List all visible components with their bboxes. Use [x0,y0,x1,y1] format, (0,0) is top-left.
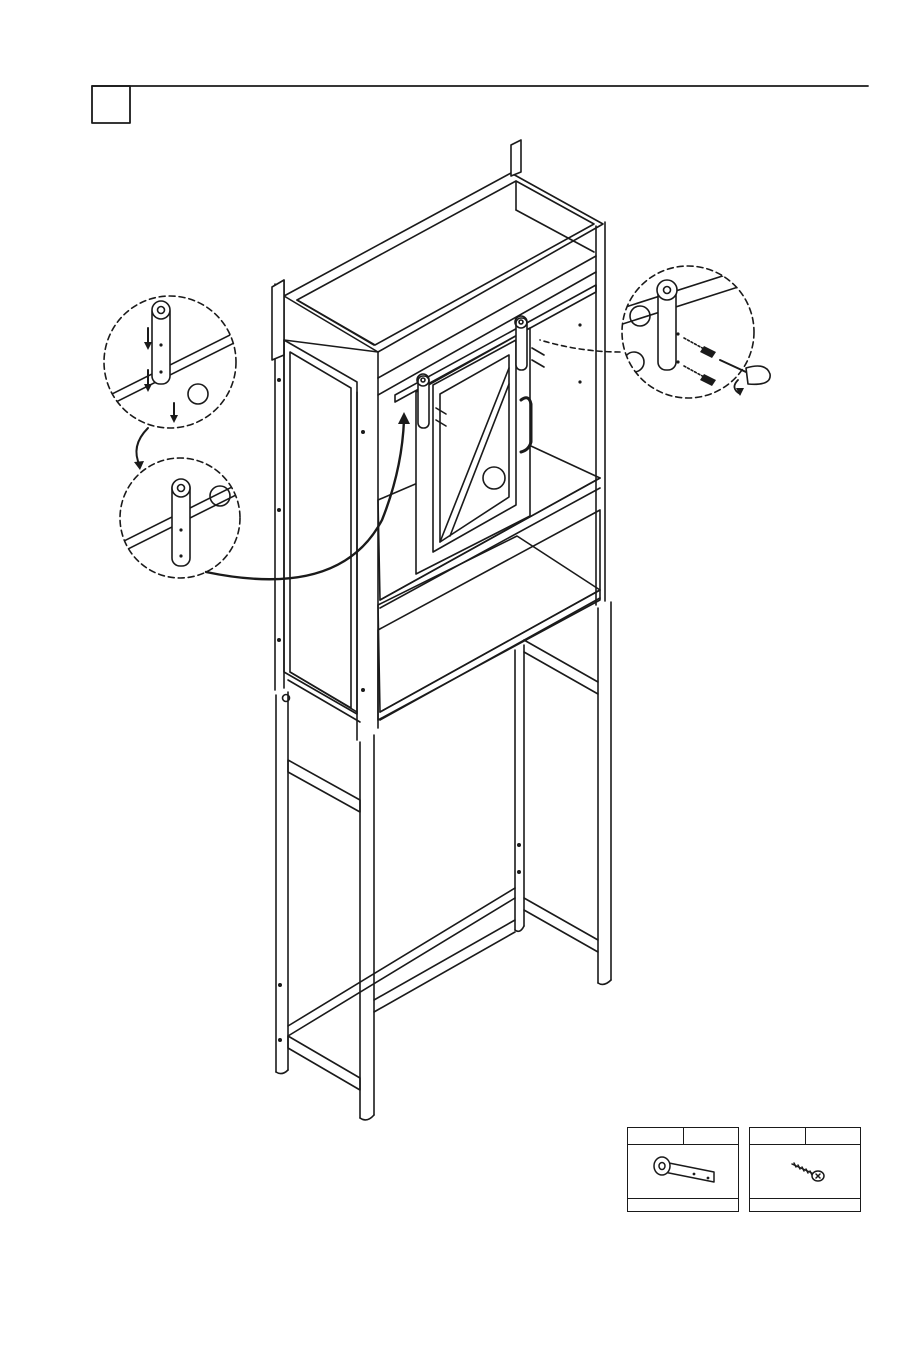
roller-hanger-bracket-icon [628,1144,738,1199]
arrow-detail-a-to-b [136,428,148,466]
part-box-screw [749,1127,861,1212]
detail-roller-drop [100,296,240,428]
step-number-box [92,86,130,123]
part-box-header [750,1128,860,1145]
shelf-unit [272,140,611,1120]
part-box-footer [628,1198,738,1211]
part-box-footer [750,1198,860,1211]
detail-roller-on-track [110,458,250,578]
part-box-roller-bracket [627,1127,739,1212]
detail-screw-fastening [610,264,760,398]
arrow-detail-to-door [206,420,404,579]
screw-icon [750,1144,860,1199]
detail-leader-line [540,340,620,352]
part-box-header [628,1128,738,1145]
